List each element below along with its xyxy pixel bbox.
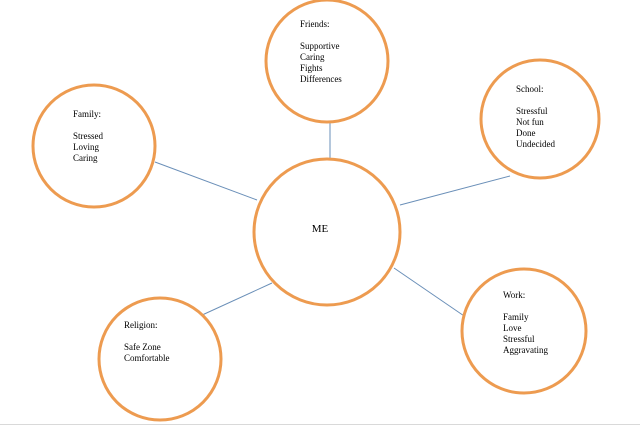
friends-node-text: Friends: Supportive Caring Fights Differ… [300, 19, 342, 85]
work-node-title: Work: [503, 290, 526, 300]
religion-node-item: Safe Zone [124, 342, 161, 352]
connector-school [399, 175, 511, 206]
school-node-item: Stressful [516, 106, 548, 116]
page-bottom-rule [0, 424, 640, 425]
work-node-item: Love [503, 323, 522, 333]
friends-node-title: Friends: [300, 19, 330, 29]
connector-religion [199, 282, 273, 317]
friends-node-circle [264, 0, 390, 124]
school-node-item: Undecided [516, 139, 555, 149]
work-node-circle [460, 267, 588, 395]
religion-node-text: Religion: Safe Zone Comfortable [124, 320, 170, 364]
connector-work [393, 267, 471, 321]
school-node-text: School: Stressful Not fun Done Undecided [516, 84, 555, 150]
friends-node-item: Caring [300, 52, 325, 62]
school-node-item: Not fun [516, 117, 544, 127]
family-node-item: Loving [73, 142, 99, 152]
connector-family [154, 161, 258, 201]
family-node-circle [31, 83, 157, 209]
family-node-item: Caring [73, 153, 98, 163]
work-node-item: Aggravating [503, 345, 548, 355]
center-node-label: ME [311, 223, 329, 235]
family-node-item: Stressed [73, 131, 103, 141]
school-node-title: School: [516, 84, 544, 94]
religion-node-item: Comfortable [124, 353, 170, 363]
work-node-item: Family [503, 312, 529, 322]
friends-node-item: Supportive [300, 41, 340, 51]
religion-node-title: Religion: [124, 320, 158, 330]
work-node-item: Stressful [503, 334, 535, 344]
school-node-circle [479, 58, 601, 180]
work-node-text: Work: Family Love Stressful Aggravating [503, 290, 548, 356]
friends-node-item: Fights [300, 63, 323, 73]
religion-node-circle [97, 296, 223, 422]
family-node-title: Family: [73, 109, 102, 119]
family-node-text: Family: Stressed Loving Caring [73, 109, 103, 164]
friends-node-item: Differences [300, 74, 342, 84]
center-node-circle [252, 157, 402, 307]
school-node-item: Done [516, 128, 536, 138]
